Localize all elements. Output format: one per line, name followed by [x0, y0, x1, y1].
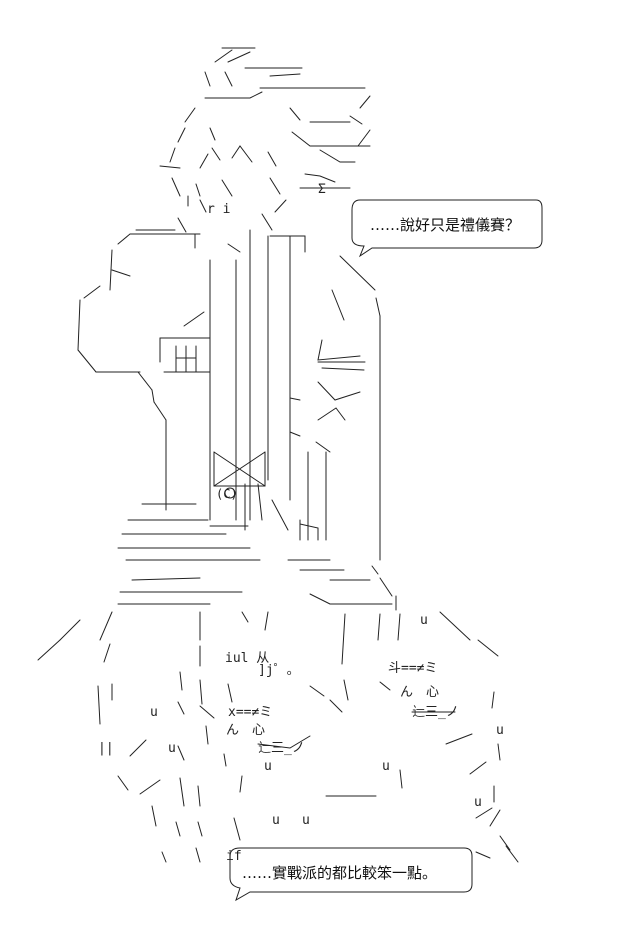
art-kokoro-2: ん 心 [226, 723, 265, 738]
art-j: ]j゜。 [258, 663, 300, 678]
art-mitsu-2: x==≠ミ [228, 705, 272, 720]
art-u-4: u [264, 759, 272, 774]
speech-bubble-bottom [229, 847, 473, 902]
art-u-9: u [496, 723, 504, 738]
ascii-text-fragments: r i Σ (C) iul 从 ]j゜。 斗==≠ミ ん 心 辷三_ノ x==≠… [98, 182, 504, 864]
art-ri: r i [207, 202, 230, 217]
art-u-8: u [302, 813, 310, 828]
art-sanzan-1: 辷三_ノ [412, 705, 459, 720]
dialogue-line-1: ……說好只是禮儀賽？ [370, 216, 521, 234]
art-u-7: u [272, 813, 280, 828]
dialogue-line-2: ……實戰派的都比較笨一點。 [242, 864, 438, 882]
art-if: if [226, 849, 242, 864]
art-u-3: u [168, 741, 176, 756]
speech-bubble-top [351, 199, 543, 258]
art-symbol-c: (C) [216, 487, 238, 501]
art-bars: || [98, 741, 114, 756]
art-u-2: u [150, 705, 158, 720]
figure-strokes [37, 47, 519, 863]
art-u-6: u [474, 795, 482, 810]
art-u-5: u [382, 759, 390, 774]
art-sigma: Σ [318, 182, 326, 197]
art-u-1: u [420, 613, 428, 628]
art-sanzan-2: 辷三_ノ [258, 741, 305, 756]
art-iu: iul 从 [225, 651, 269, 666]
art-mitsu-1: 斗==≠ミ [388, 661, 437, 676]
art-kokoro-1: ん 心 [400, 685, 439, 700]
